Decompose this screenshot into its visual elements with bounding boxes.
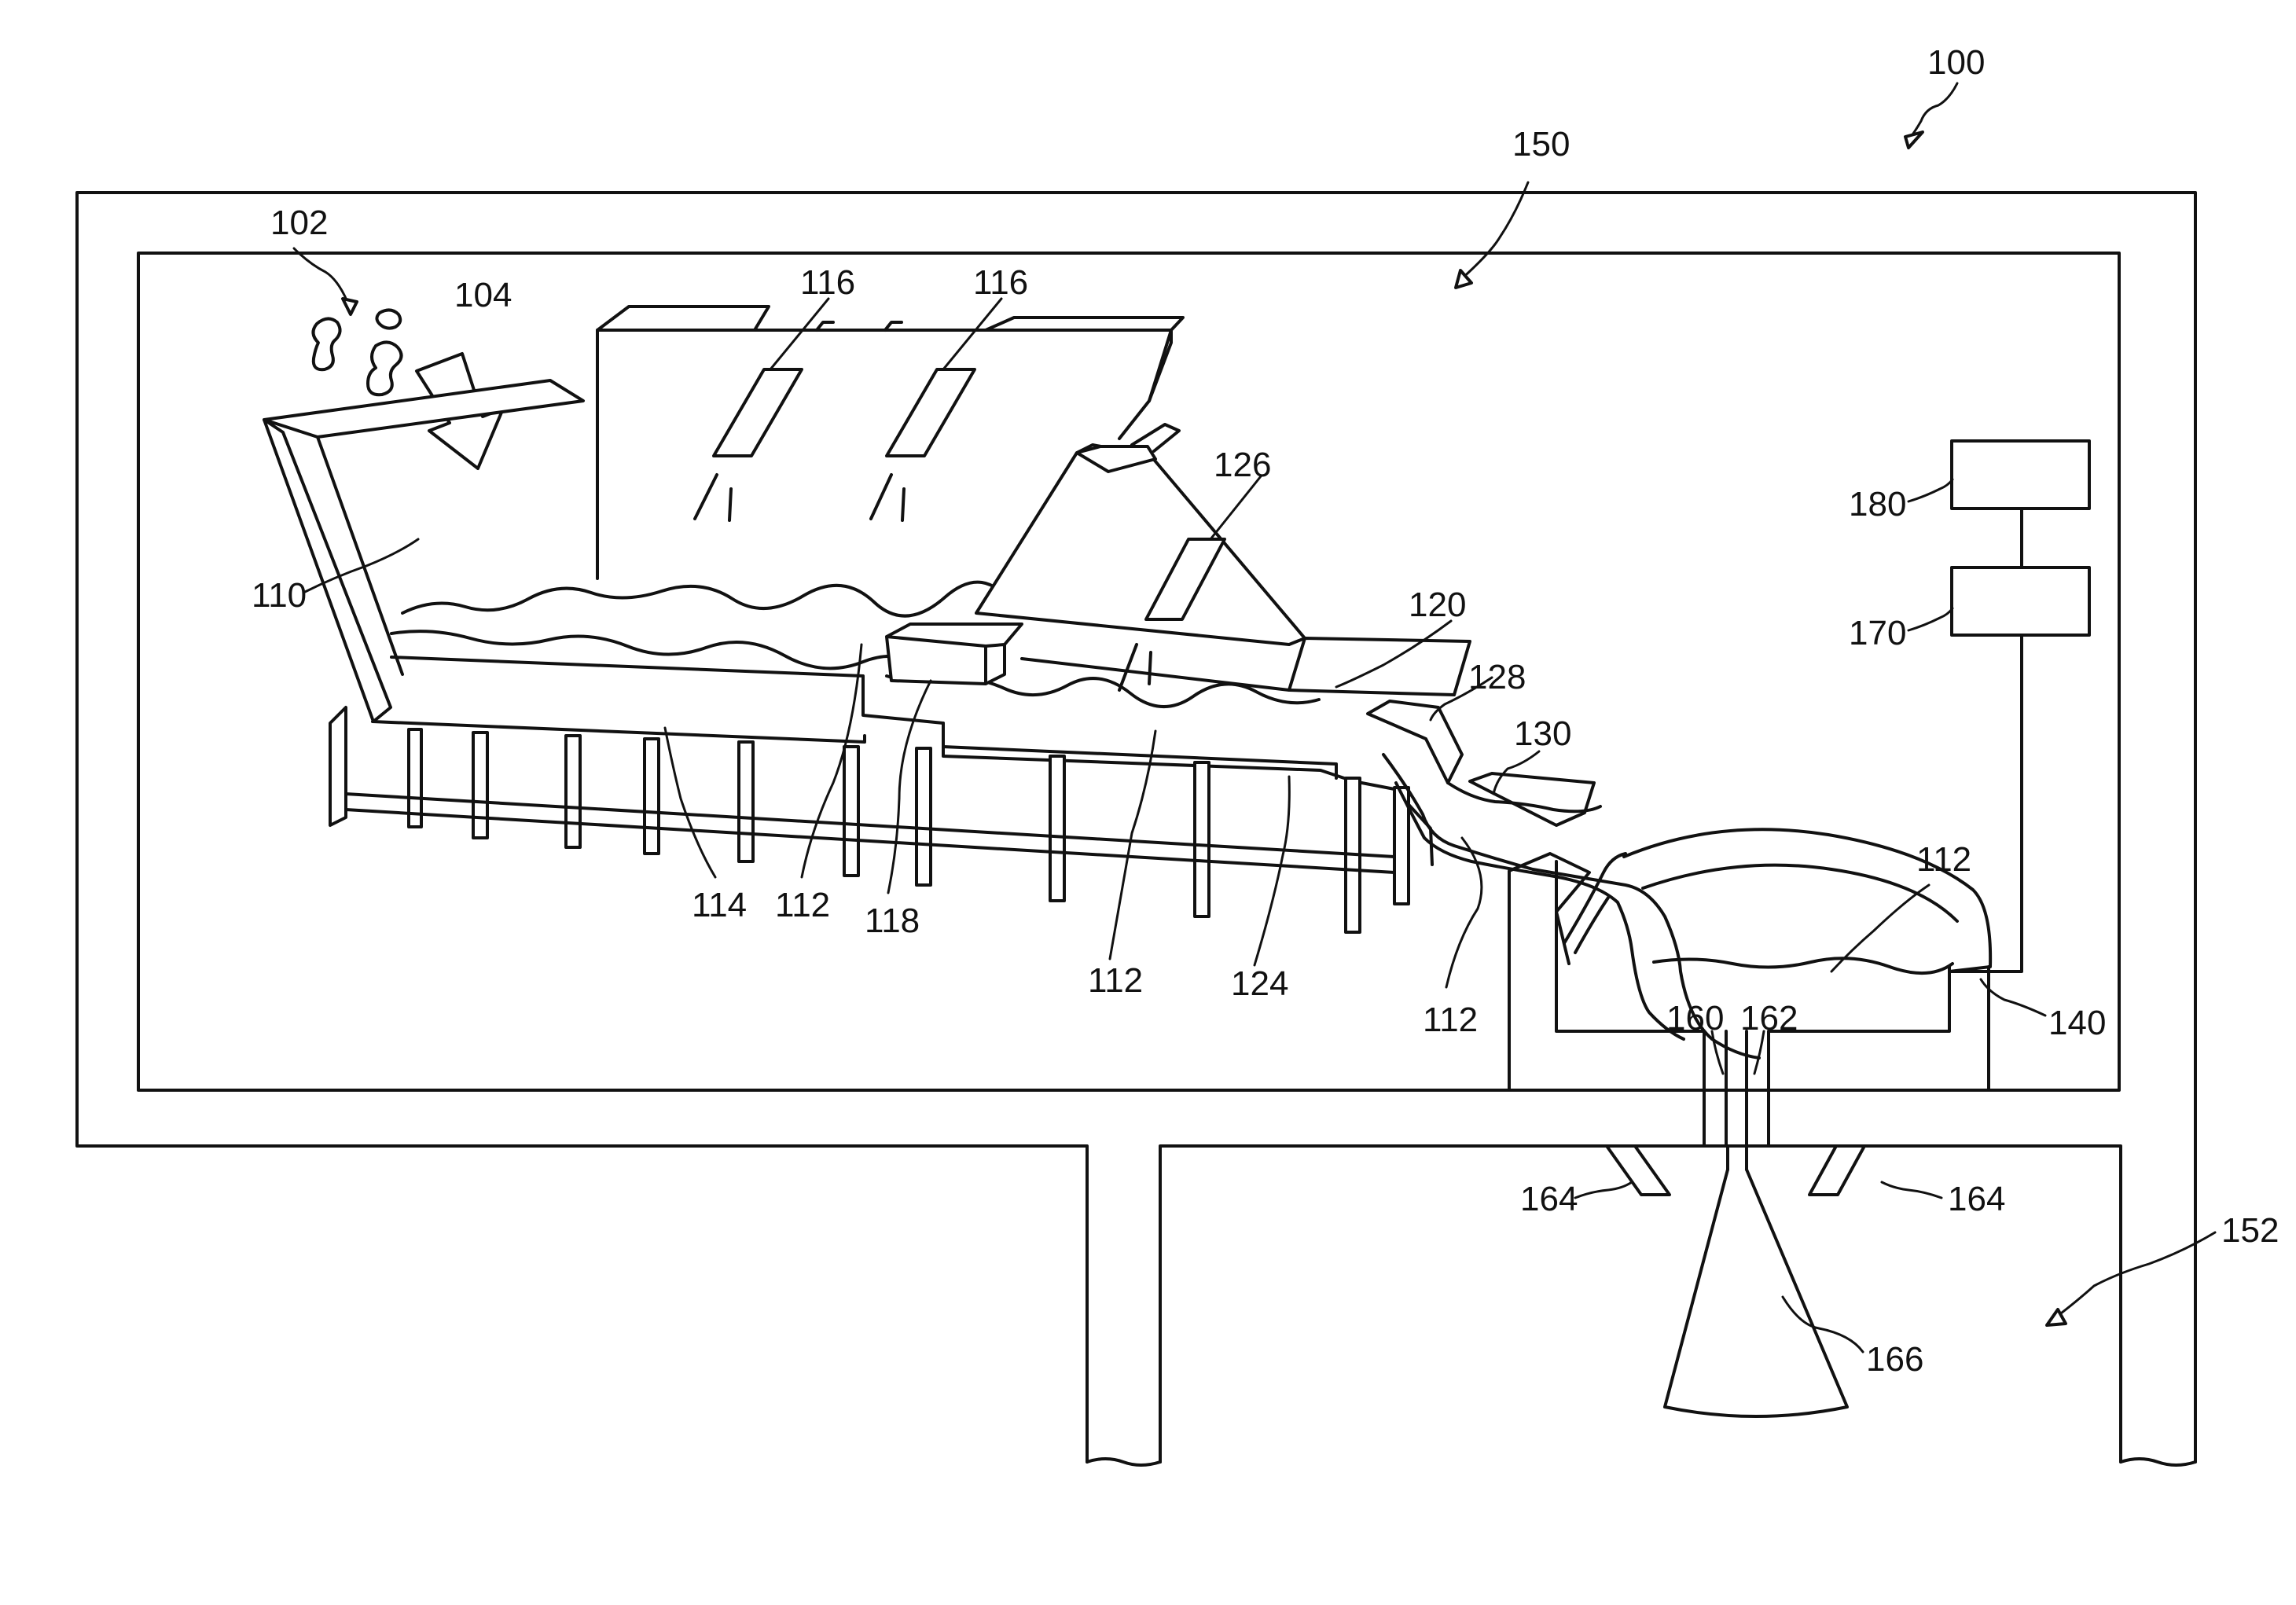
label-162: 162	[1740, 999, 1798, 1038]
label-164-left: 164	[1520, 1180, 1578, 1218]
label-170: 170	[1849, 614, 1906, 652]
outer-enclosure-break-right	[2121, 1459, 2195, 1465]
label-112-d: 112	[1916, 840, 1971, 879]
support-164-right	[1809, 1146, 1864, 1195]
feed-particles	[313, 310, 401, 395]
label-160: 160	[1666, 999, 1724, 1038]
label-150: 150	[1512, 125, 1570, 163]
furnace-top-ledge	[264, 380, 583, 437]
arrow-150	[1460, 182, 1528, 280]
label-102: 102	[270, 204, 328, 242]
spout-block-128	[1368, 701, 1462, 783]
label-164-right: 164	[1948, 1180, 2005, 1218]
label-152: 152	[2221, 1211, 2279, 1250]
label-166: 166	[1866, 1340, 1923, 1379]
base-beam	[346, 794, 1394, 872]
arrow-102	[294, 248, 347, 302]
label-140: 140	[2048, 1004, 2106, 1042]
bridge-block-118	[887, 624, 1022, 684]
outer-enclosure	[77, 193, 2195, 1462]
fiber-cone-166	[1665, 1170, 1847, 1416]
flame-lines-126	[1119, 645, 1151, 690]
label-112-a: 112	[775, 886, 830, 924]
arrow-152	[2058, 1232, 2215, 1316]
label-116-left: 116	[800, 263, 855, 302]
label-180: 180	[1849, 485, 1906, 523]
channel-front-line	[1022, 659, 1289, 690]
label-112-b: 112	[1088, 961, 1143, 1000]
burner-116-left	[714, 369, 802, 456]
support-164-left	[1607, 1146, 1670, 1195]
label-118: 118	[865, 902, 920, 940]
box-170	[1952, 567, 2089, 635]
label-114: 114	[692, 886, 747, 924]
flame-lines-right	[871, 475, 904, 520]
tank-140-melt	[1654, 958, 1953, 973]
label-110: 110	[252, 576, 307, 615]
label-128: 128	[1468, 658, 1526, 696]
arrowhead-100	[1905, 132, 1923, 148]
label-104: 104	[454, 276, 512, 314]
burner-116-right	[887, 369, 975, 456]
box-180	[1952, 441, 2089, 509]
label-120: 120	[1409, 586, 1466, 624]
label-130: 130	[1514, 714, 1571, 753]
label-124: 124	[1231, 964, 1288, 1003]
outer-enclosure-break-left	[1087, 1459, 1160, 1465]
connector-170-tank	[1949, 635, 2022, 971]
label-126: 126	[1214, 446, 1271, 484]
label-100: 100	[1927, 43, 1985, 82]
melt-surface-upper	[402, 582, 1014, 616]
label-116-right: 116	[973, 263, 1028, 302]
flame-lines-left	[695, 475, 731, 520]
arrowhead-102	[343, 299, 357, 314]
arrow-100	[1908, 83, 1957, 140]
tank-140-inner-dome	[1643, 865, 1957, 921]
roof-top-caps	[597, 307, 1183, 330]
drain-nozzle-stem	[1728, 1146, 1747, 1170]
label-112-c: 112	[1423, 1001, 1478, 1039]
tank-floor-outer	[373, 722, 865, 742]
